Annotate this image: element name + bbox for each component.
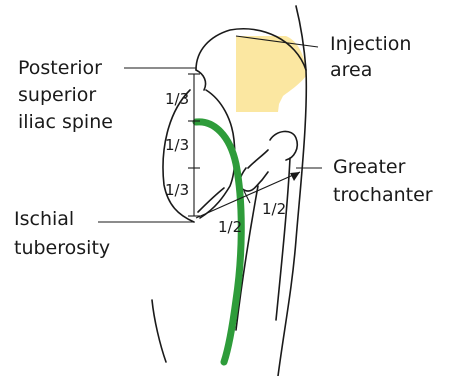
- femur-shaft-right: [276, 158, 290, 320]
- pelvis-inner: [200, 90, 235, 218]
- diagonal-arrowhead: [290, 172, 300, 181]
- sciatic-nerve: [196, 122, 241, 362]
- diagonal-mid-tick: [244, 191, 250, 203]
- label-greater: Greater: [333, 156, 406, 178]
- fraction-third-top: 1/3: [165, 90, 189, 108]
- label-psis-3: iliac spine: [18, 111, 113, 133]
- fraction-third-mid: 1/3: [165, 136, 189, 154]
- fraction-half-left: 1/2: [218, 218, 242, 236]
- iliac-crest-inner: [196, 70, 206, 90]
- femur-head: [270, 131, 297, 160]
- label-psis-2: superior: [18, 84, 96, 106]
- label-psis-1: Posterior: [18, 57, 102, 79]
- label-tuberosity: tuberosity: [14, 237, 110, 259]
- label-ischial: Ischial: [14, 208, 74, 230]
- body-outline-bottom: [152, 300, 166, 362]
- injection-area: [236, 36, 306, 112]
- label-injection-area: area: [330, 59, 372, 81]
- label-trochanter: trochanter: [333, 184, 433, 206]
- femur-neck: [248, 150, 268, 168]
- fraction-half-right: 1/2: [262, 200, 286, 218]
- label-injection: Injection: [330, 33, 411, 55]
- fraction-third-bottom: 1/3: [165, 181, 189, 199]
- pelvis-outline: [163, 90, 194, 222]
